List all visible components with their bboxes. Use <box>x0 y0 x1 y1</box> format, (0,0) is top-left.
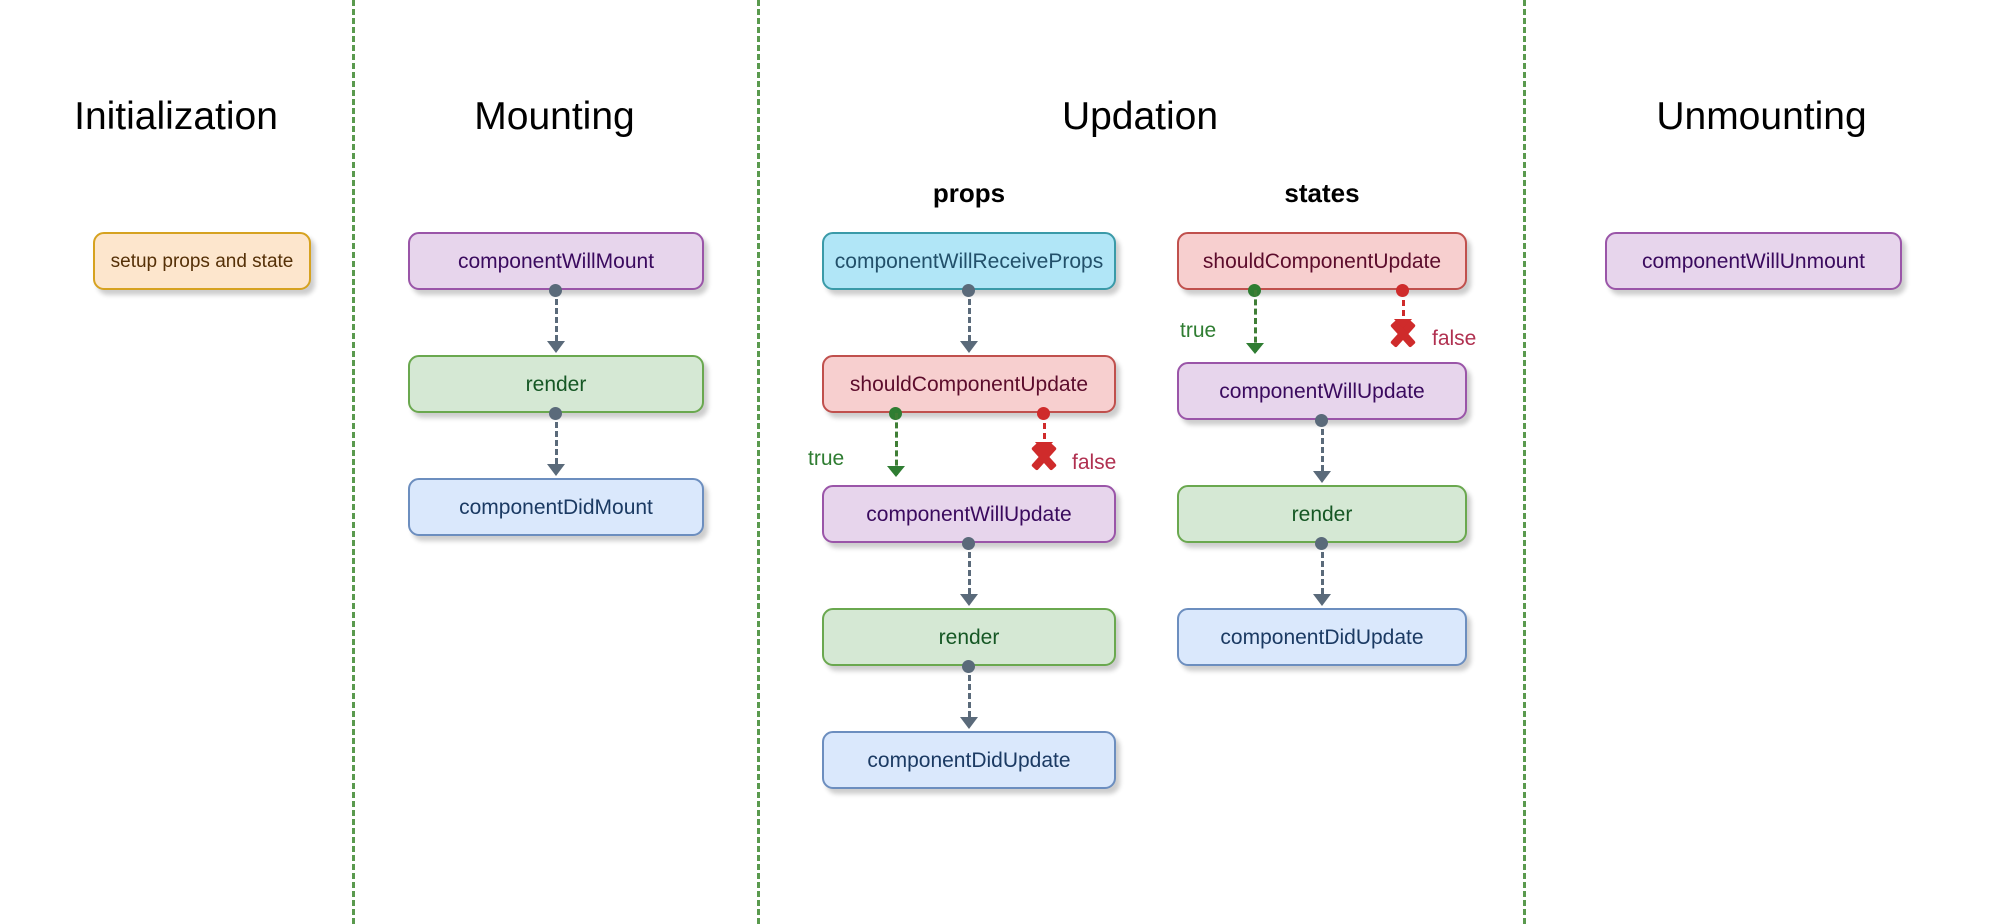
connector-arrow <box>547 464 565 476</box>
branch-label-true-props: true <box>808 447 845 470</box>
connector-line <box>968 666 971 726</box>
node-should-component-update-props[interactable]: shouldComponentUpdate <box>822 355 1116 413</box>
connector-line <box>1321 543 1324 603</box>
node-should-component-update-states[interactable]: shouldComponentUpdate <box>1177 232 1467 290</box>
node-component-will-receive-props[interactable]: componentWillReceiveProps <box>822 232 1116 290</box>
true-branch-arrow <box>1246 343 1264 354</box>
connector-line <box>968 290 971 350</box>
node-component-did-update-props[interactable]: componentDidUpdate <box>822 731 1116 789</box>
connector-arrow <box>547 341 565 353</box>
connector-line <box>555 413 558 473</box>
subsection-title-props: props <box>932 178 1006 208</box>
blocked-x-icon <box>1027 440 1061 474</box>
true-branch-line <box>895 413 898 475</box>
node-component-did-update-states[interactable]: componentDidUpdate <box>1177 608 1467 666</box>
section-title-updation: Updation <box>1061 95 1219 138</box>
section-divider-1 <box>352 0 355 924</box>
node-setup-props-and-state[interactable]: setup props and state <box>93 232 311 290</box>
node-render-props[interactable]: render <box>822 608 1116 666</box>
connector-line <box>1321 420 1324 480</box>
section-divider-3 <box>1523 0 1526 924</box>
connector-arrow <box>1313 471 1331 483</box>
true-branch-line <box>1254 290 1257 352</box>
node-component-will-update-props[interactable]: componentWillUpdate <box>822 485 1116 543</box>
section-title-unmounting: Unmounting <box>1656 95 1867 138</box>
branch-label-false-props: false <box>1072 451 1117 474</box>
branch-label-false-states: false <box>1432 327 1477 350</box>
connector-arrow <box>960 341 978 353</box>
blocked-x-icon <box>1386 317 1420 351</box>
true-branch-arrow <box>887 466 905 477</box>
false-branch-line <box>1402 290 1405 326</box>
node-render-mounting[interactable]: render <box>408 355 704 413</box>
node-component-will-mount[interactable]: componentWillMount <box>408 232 704 290</box>
connector-arrow <box>960 594 978 606</box>
section-title-initialization: Initialization <box>74 95 278 138</box>
section-title-mounting: Mounting <box>474 95 635 138</box>
node-component-will-unmount[interactable]: componentWillUnmount <box>1605 232 1902 290</box>
connector-arrow <box>960 717 978 729</box>
node-render-states[interactable]: render <box>1177 485 1467 543</box>
false-branch-line <box>1043 413 1046 449</box>
branch-label-true-states: true <box>1180 319 1217 342</box>
section-divider-2 <box>757 0 760 924</box>
connector-arrow <box>1313 594 1331 606</box>
node-component-did-mount[interactable]: componentDidMount <box>408 478 704 536</box>
connector-line <box>555 290 558 350</box>
subsection-title-states: states <box>1284 178 1360 208</box>
connector-line <box>968 543 971 603</box>
node-component-will-update-states[interactable]: componentWillUpdate <box>1177 362 1467 420</box>
